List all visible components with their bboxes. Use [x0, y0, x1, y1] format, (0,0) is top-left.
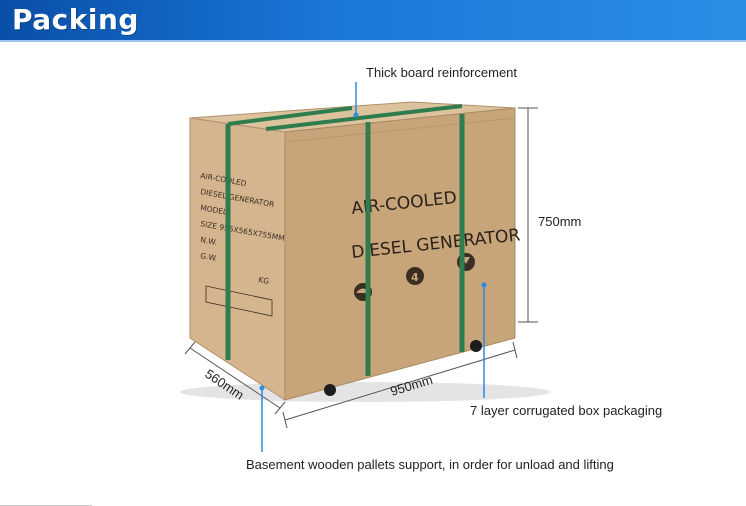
annotation-top: Thick board reinforcement — [366, 65, 518, 80]
pallet-wheel — [470, 340, 482, 352]
height-label: 750mm — [538, 214, 582, 229]
strap-top-left — [227, 106, 353, 126]
top-callout-dot — [353, 112, 359, 118]
length-dimension-cap — [512, 341, 518, 359]
length-dimension-line — [284, 349, 516, 421]
header-divider — [0, 40, 746, 42]
depth-dimension-line — [189, 347, 281, 409]
box-front-face — [284, 107, 516, 401]
strap-top-right — [265, 104, 463, 131]
pallet-wheel — [324, 384, 336, 396]
length-dimension-cap — [282, 411, 288, 429]
side-unit: KG — [258, 275, 270, 286]
depth-dimension-cap — [184, 341, 196, 355]
box-crease — [284, 117, 516, 143]
annotation-bottom: Basement wooden pallets support, in orde… — [246, 457, 614, 472]
stack-limit-icon — [406, 267, 424, 285]
depth-dimension-cap — [274, 401, 286, 415]
side-line5: N.W. — [200, 235, 218, 247]
right-callout-dot — [481, 282, 487, 288]
annotation-right: 7 layer corrugated box packaging — [470, 403, 663, 418]
page-title: Packing — [12, 3, 139, 36]
side-label-box — [205, 285, 273, 317]
bottom-callout-dot — [259, 385, 265, 391]
stack-limit-number: 4 — [411, 271, 419, 284]
side-line6: G.W. — [200, 251, 218, 263]
header-banner: Packing — [0, 0, 746, 40]
